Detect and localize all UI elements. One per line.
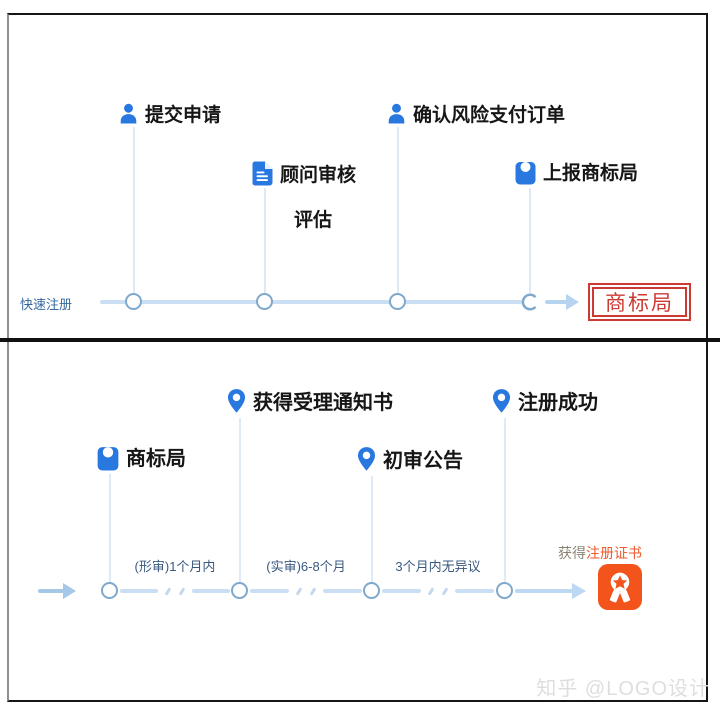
arrow-head-icon [566, 294, 579, 310]
timeline-segment [120, 583, 230, 599]
connector-line [239, 418, 241, 582]
bottom-panel-frame [7, 342, 708, 702]
timeline-node [101, 582, 118, 599]
milestone-submit-application: 提交申请 [119, 100, 221, 127]
arrow-head-icon [63, 583, 76, 599]
milestone-registration-success: 注册成功 [492, 386, 598, 415]
connector-line [133, 127, 135, 293]
milestone-label: 提交申请 [145, 105, 222, 126]
map-pin-icon [227, 388, 246, 414]
segment-duration-label: (实审)6-8个月 [266, 559, 346, 574]
milestone-acceptance-notice: 获得受理通知书 [227, 386, 393, 415]
open-circle-node [521, 293, 539, 316]
connector-line [504, 418, 506, 582]
milestone-preliminary-announcement: 初审公告 [357, 444, 463, 473]
milestone-label: 上报商标局 [543, 163, 639, 184]
top-panel-frame [7, 13, 708, 338]
segment-duration-label: 3个月内无异议 [395, 559, 481, 574]
location-badge-icon [515, 158, 536, 185]
milestone-label-line2: 评估 [293, 210, 332, 231]
person-icon [387, 102, 406, 125]
segment-duration-label: (形审)1个月内 [134, 559, 216, 574]
certificate-medal-icon [598, 564, 642, 610]
milestone-label: 确认风险支付订单 [413, 105, 566, 126]
milestone-confirm-risk-pay-order: 确认风险支付订单 [387, 100, 565, 127]
connector-line [397, 127, 399, 293]
connector-line [264, 188, 266, 293]
milestone-label: 获得受理通知书 [253, 392, 393, 414]
timeline-node [231, 582, 248, 599]
flow-start-label: 快速注册 [20, 297, 73, 312]
person-icon [119, 102, 138, 125]
timeline-node [389, 293, 406, 310]
timeline-segment [250, 583, 362, 599]
timeline-node [363, 582, 380, 599]
panel-divider [0, 338, 720, 342]
milestone-label: 顾问审核 [280, 165, 357, 186]
milestone-label: 初审公告 [383, 450, 463, 472]
result-label: 获得注册证书 [558, 543, 642, 563]
map-pin-icon [357, 446, 376, 472]
timeline-node [125, 293, 142, 310]
watermark: 知乎 @LOGO设计 [536, 678, 710, 700]
arrow-shaft [545, 300, 567, 304]
milestone-label: 商标局 [126, 448, 186, 470]
timeline-line [100, 300, 522, 304]
arrow-head-icon [572, 583, 586, 599]
milestone-trademark-office: 商标局 [97, 442, 186, 471]
milestone-label: 注册成功 [518, 392, 598, 414]
result-prefix: 获得 [558, 545, 586, 561]
connector-line [371, 476, 373, 582]
location-badge-icon [97, 443, 119, 471]
document-icon [252, 161, 273, 186]
timeline-node [256, 293, 273, 310]
arrow-shaft [38, 589, 64, 593]
result-highlight: 注册证书 [586, 545, 642, 561]
map-pin-icon [492, 388, 511, 414]
timeline-node [496, 582, 513, 599]
arrow-shaft [515, 589, 573, 593]
timeline-segment [382, 583, 494, 599]
milestone-report-to-trademark-office: 上报商标局 [515, 158, 638, 185]
connector-line [109, 474, 111, 582]
connector-line [529, 188, 531, 293]
milestone-consultant-review: 顾问审核 评估 [252, 160, 374, 232]
trademark-office-stamp: 商标局 [588, 283, 691, 321]
